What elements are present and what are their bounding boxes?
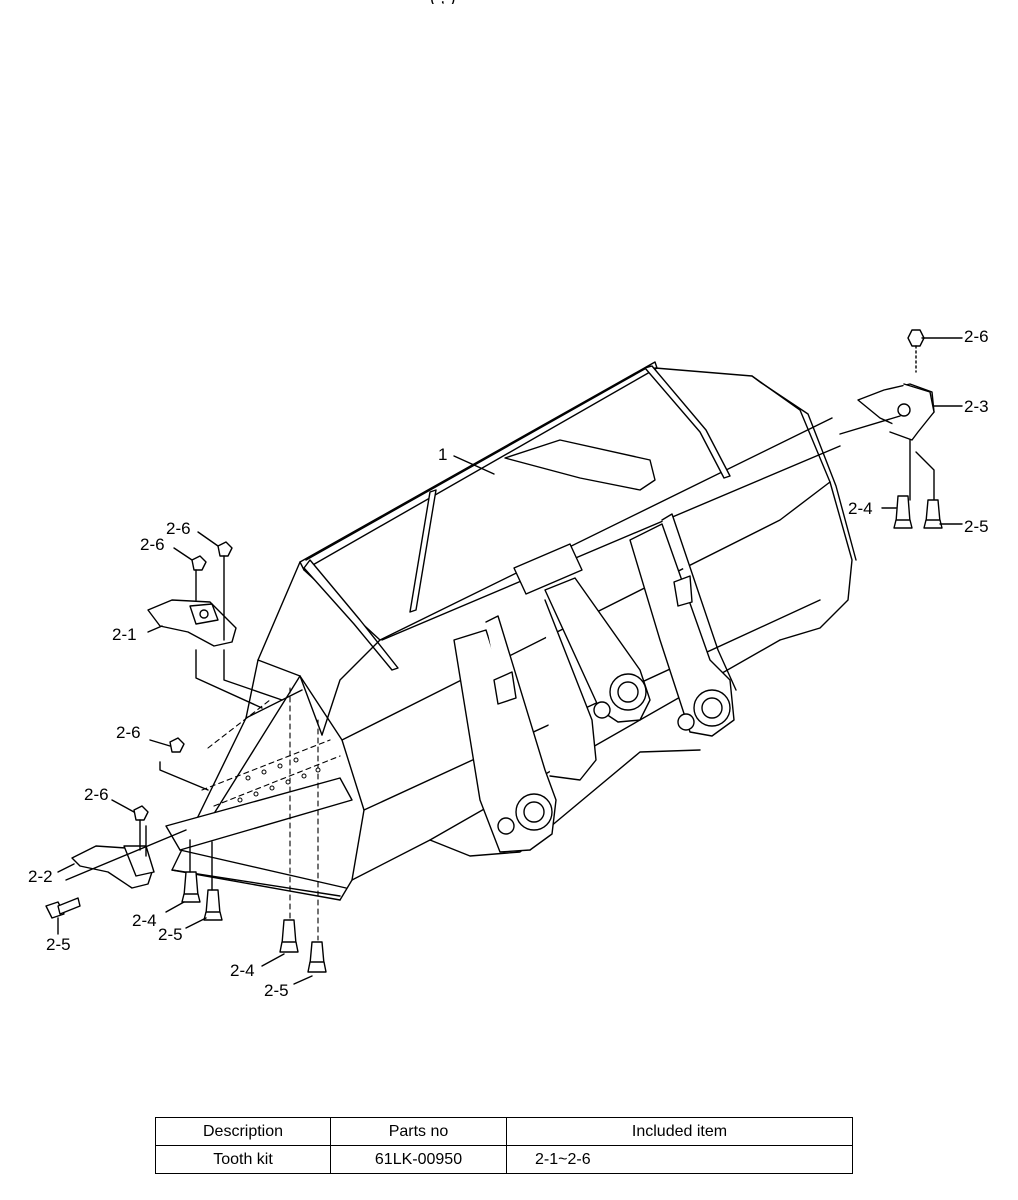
cell-included-item: 2-1~2-6	[506, 1145, 853, 1174]
callout-bolt-a-left: 2-4	[132, 911, 157, 930]
callout-bolt-b-left: 2-5	[46, 935, 71, 954]
tooth-left-lower	[71, 737, 185, 889]
callout-bolt-b-left-2: 2-5	[158, 925, 183, 944]
tooth-left-upper	[147, 541, 237, 647]
callout-bucket: 1	[438, 445, 447, 464]
parts-table: Description Parts no Included item Tooth…	[155, 1117, 853, 1174]
callout-nut-mid: 2-6	[116, 723, 141, 742]
cell-description: Tooth kit	[155, 1145, 331, 1174]
header-parts-no: Parts no	[330, 1117, 507, 1146]
bucket	[165, 361, 857, 941]
callout-nut-lower: 2-6	[84, 785, 109, 804]
cell-parts-no: 61LK-00950	[330, 1145, 507, 1174]
table-row: Tooth kit 61LK-00950 2-1~2-6	[155, 1145, 853, 1174]
callout-bolt-a-right: 2-4	[848, 499, 873, 518]
parts-table-header: Description Parts no Included item	[155, 1117, 853, 1146]
callout-bolt-b-right: 2-5	[964, 517, 989, 536]
tooth-right	[857, 329, 935, 441]
callout-bolt-a-center: 2-4	[230, 961, 255, 980]
header-description: Description	[155, 1117, 331, 1146]
callout-tooth-left-lower: 2-2	[28, 867, 53, 886]
callout-nut-upper-a: 2-6	[166, 519, 191, 538]
callout-nut-upper-b: 2-6	[140, 535, 165, 554]
callout-bolt-b-center: 2-5	[264, 981, 289, 1000]
bolt-right-a	[893, 495, 913, 529]
callout-tooth-right: 2-3	[964, 397, 989, 416]
callout-tooth-left-upper: 2-1	[112, 625, 137, 644]
header-fragment: ( , )	[430, 0, 670, 4]
bolt-left-horizontal	[45, 897, 81, 919]
bolt-right-b	[923, 499, 943, 529]
bolt-center-a	[279, 919, 299, 953]
header-included-item: Included item	[506, 1117, 853, 1146]
callout-nut-right: 2-6	[964, 327, 989, 346]
bolt-left-a	[181, 871, 223, 921]
bolt-center-b	[307, 941, 327, 973]
